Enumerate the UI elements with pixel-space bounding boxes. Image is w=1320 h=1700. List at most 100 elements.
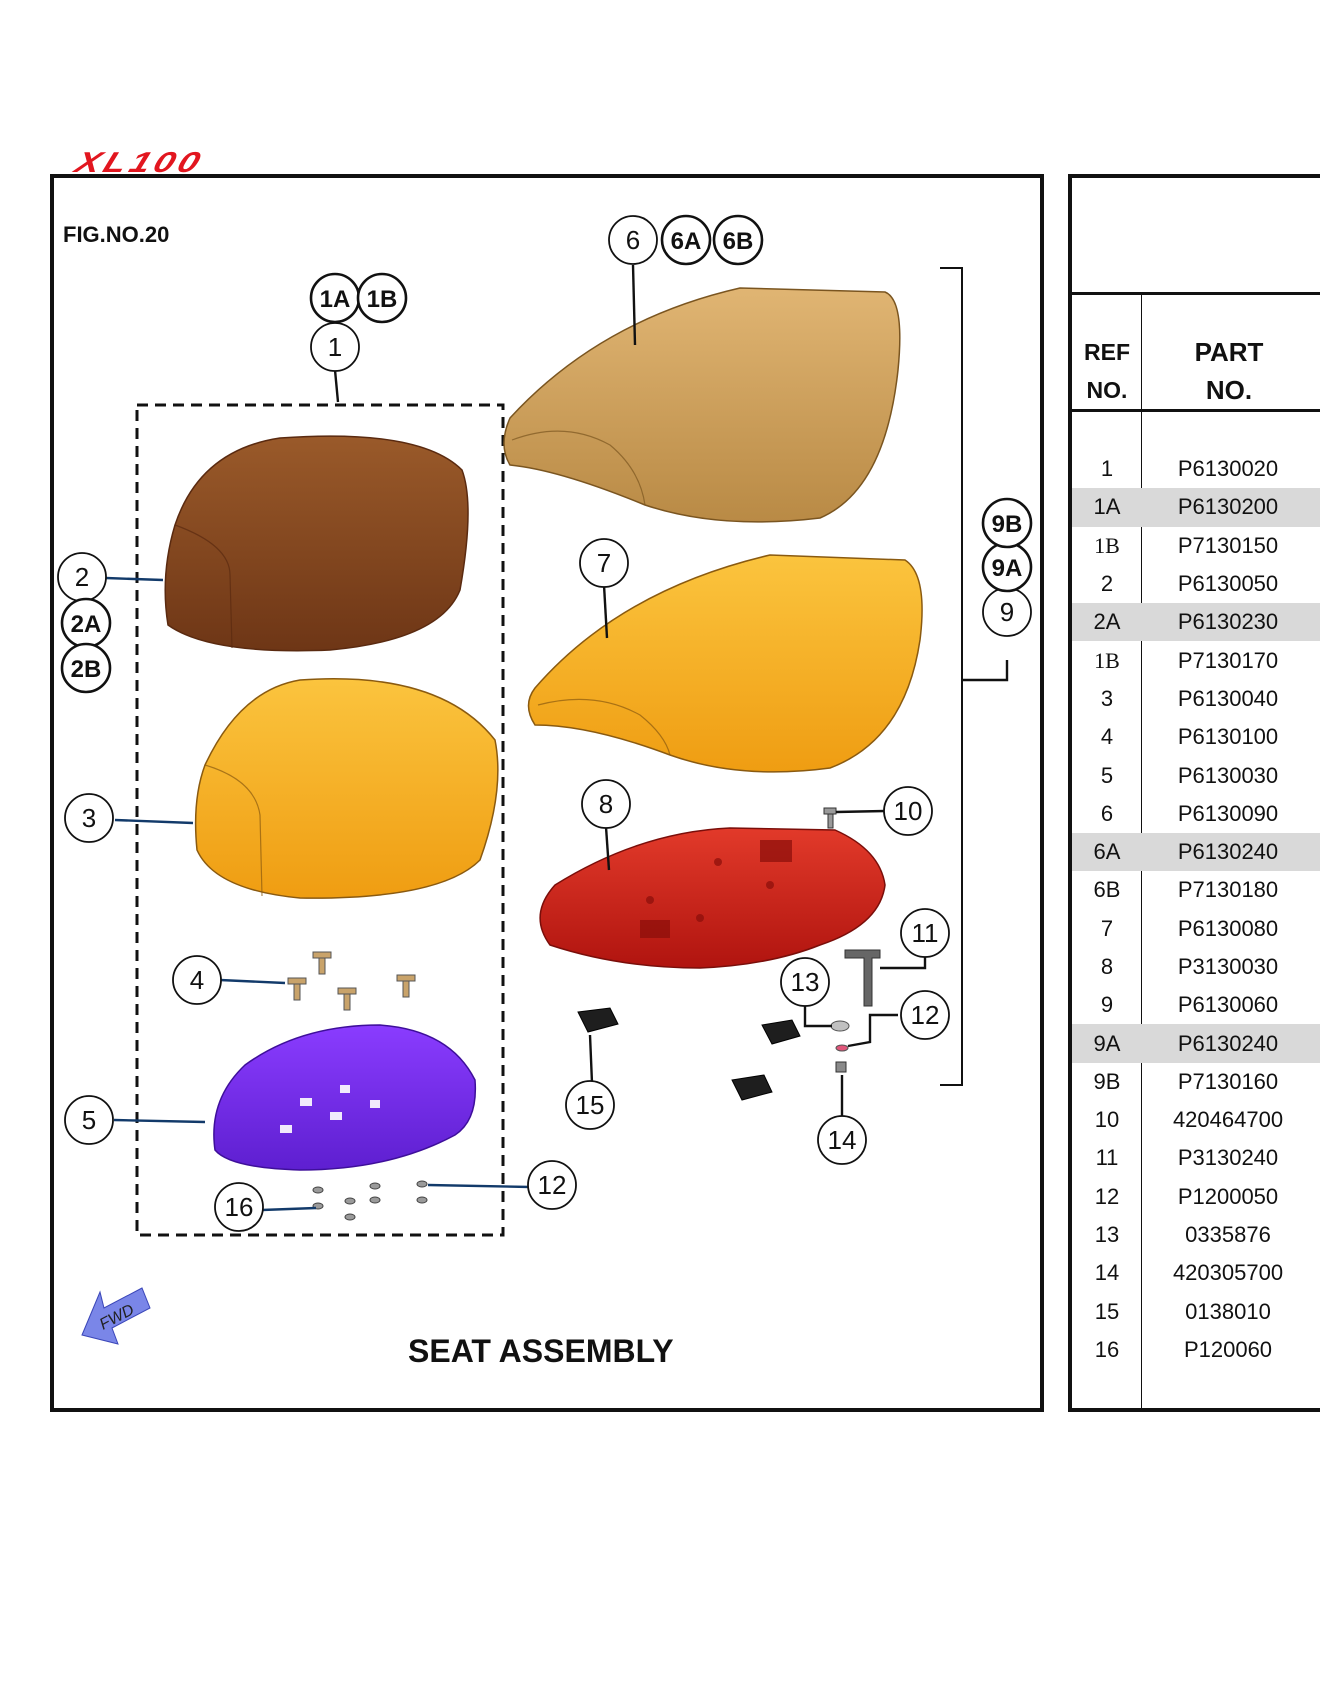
ref-no-cell: 14	[1094, 1260, 1120, 1286]
table-row: 9B P7130160	[1072, 1063, 1320, 1101]
part-no-cell: P6130200	[1177, 494, 1279, 520]
ref-no-cell: 9A	[1093, 1030, 1121, 1056]
header-ref-line1: REF	[1084, 339, 1130, 365]
header-part-line1: PART	[1194, 337, 1264, 367]
ref-no-cell: 8	[1100, 954, 1114, 979]
callout-label-6b: 6B	[723, 228, 754, 255]
part-no-cell: P7130160	[1177, 1068, 1279, 1094]
washer	[830, 1020, 850, 1032]
figure-title: SEAT ASSEMBLY	[408, 1333, 674, 1369]
callout-label-15: 15	[576, 1090, 605, 1120]
ref-no-cell: 1B	[1094, 647, 1120, 673]
callout-label-6: 6	[626, 225, 640, 255]
part-no-cell: P6130230	[1177, 609, 1279, 635]
callout-label-1: 1	[328, 332, 342, 362]
ref-no-cell: 4	[1100, 724, 1114, 750]
seat-foam-orange	[194, 678, 499, 899]
ref-no-cell: 2A	[1093, 609, 1121, 635]
seat-base-red	[539, 827, 886, 969]
part-no-cell: P3130030	[1177, 954, 1279, 979]
table-row: 9 P6130060	[1072, 986, 1320, 1024]
header-part-line2: NO.	[1205, 375, 1253, 405]
ref-no-cell: 11	[1095, 1145, 1119, 1171]
figure-frame	[50, 174, 1044, 1412]
callout-label-2b: 2B	[71, 656, 102, 683]
header-ref-no: REF NO.	[1072, 333, 1142, 409]
table-row: 1A P6130200	[1072, 488, 1320, 527]
callout-label-4: 4	[190, 965, 204, 995]
bracket	[844, 949, 881, 1007]
part-no-cell: P3130240	[1177, 1145, 1279, 1171]
ref-no-cell: 1A	[1093, 494, 1121, 520]
seat-foam-orange-2	[527, 554, 923, 773]
ref-no-cell: 7	[1100, 915, 1114, 941]
part-no-cell: P6130030	[1177, 762, 1279, 788]
callout-label-13: 13	[791, 967, 820, 997]
ref-no-cell: 16	[1094, 1336, 1120, 1362]
ref-no-cell: 6A	[1093, 839, 1121, 865]
table-row: 2A P6130230	[1072, 603, 1320, 642]
callout-circle-9b	[981, 497, 1033, 549]
callout-label-14: 14	[828, 1125, 857, 1155]
table-row: 1B P7130150	[1072, 527, 1320, 565]
item-1-group-outline	[135, 403, 505, 1237]
figure-number: FIG.NO.20	[63, 222, 170, 247]
part-no-cell: P7130150	[1177, 532, 1279, 558]
callout-circle-6b	[712, 214, 764, 266]
ref-no-cell: 1	[1100, 456, 1114, 482]
table-row: 14 420305700	[1072, 1254, 1320, 1292]
ref-no-cell: 2	[1100, 571, 1114, 597]
hex-nut	[835, 1061, 847, 1073]
parts-table	[1068, 174, 1320, 1412]
part-no-cell: P1200050	[1177, 1183, 1279, 1209]
part-no-cell: P7130180	[1177, 877, 1279, 903]
group-9-bracket	[940, 267, 963, 1086]
callout-circle-12	[527, 1160, 577, 1210]
callout-circle-15	[565, 1080, 615, 1130]
ref-no-cell: 9B	[1093, 1068, 1121, 1094]
callout-circle-5	[64, 1095, 114, 1145]
part-no-cell: 0335876	[1185, 1222, 1271, 1248]
callout-circle-13	[780, 957, 830, 1007]
callout-circle-6	[608, 215, 658, 265]
header-part-no: PART NO.	[1144, 333, 1314, 409]
forward-arrow-icon: FWD	[81, 1287, 151, 1345]
callout-circle-6a	[660, 214, 712, 266]
callout-circle-14	[817, 1115, 867, 1165]
part-no-cell: 420464700	[1172, 1107, 1284, 1133]
part-no-cell: P6130060	[1177, 992, 1279, 1018]
part-no-cell: P6130040	[1177, 685, 1279, 711]
callout-label-1b: 1B	[367, 286, 398, 313]
seat-cover-tan	[503, 287, 901, 523]
callout-label-12: 12	[911, 1000, 940, 1030]
callout-circle-12	[900, 990, 950, 1040]
callout-circle-4	[172, 955, 222, 1005]
table-divider-header	[1072, 409, 1320, 412]
table-divider-top	[1072, 292, 1320, 295]
seat-cover-brown	[164, 435, 469, 652]
callout-label-7: 7	[597, 548, 611, 578]
part-no-cell: 420305700	[1172, 1260, 1284, 1286]
callout-circle-11	[900, 908, 950, 958]
table-row: 12 P1200050	[1072, 1178, 1320, 1216]
small-nuts	[312, 1180, 428, 1221]
ref-no-cell: 1B	[1094, 532, 1120, 558]
ref-no-cell: 9	[1100, 992, 1114, 1018]
rubber-buffers	[577, 1007, 801, 1101]
callout-circle-7	[579, 538, 629, 588]
ref-no-cell: 12	[1094, 1183, 1120, 1209]
